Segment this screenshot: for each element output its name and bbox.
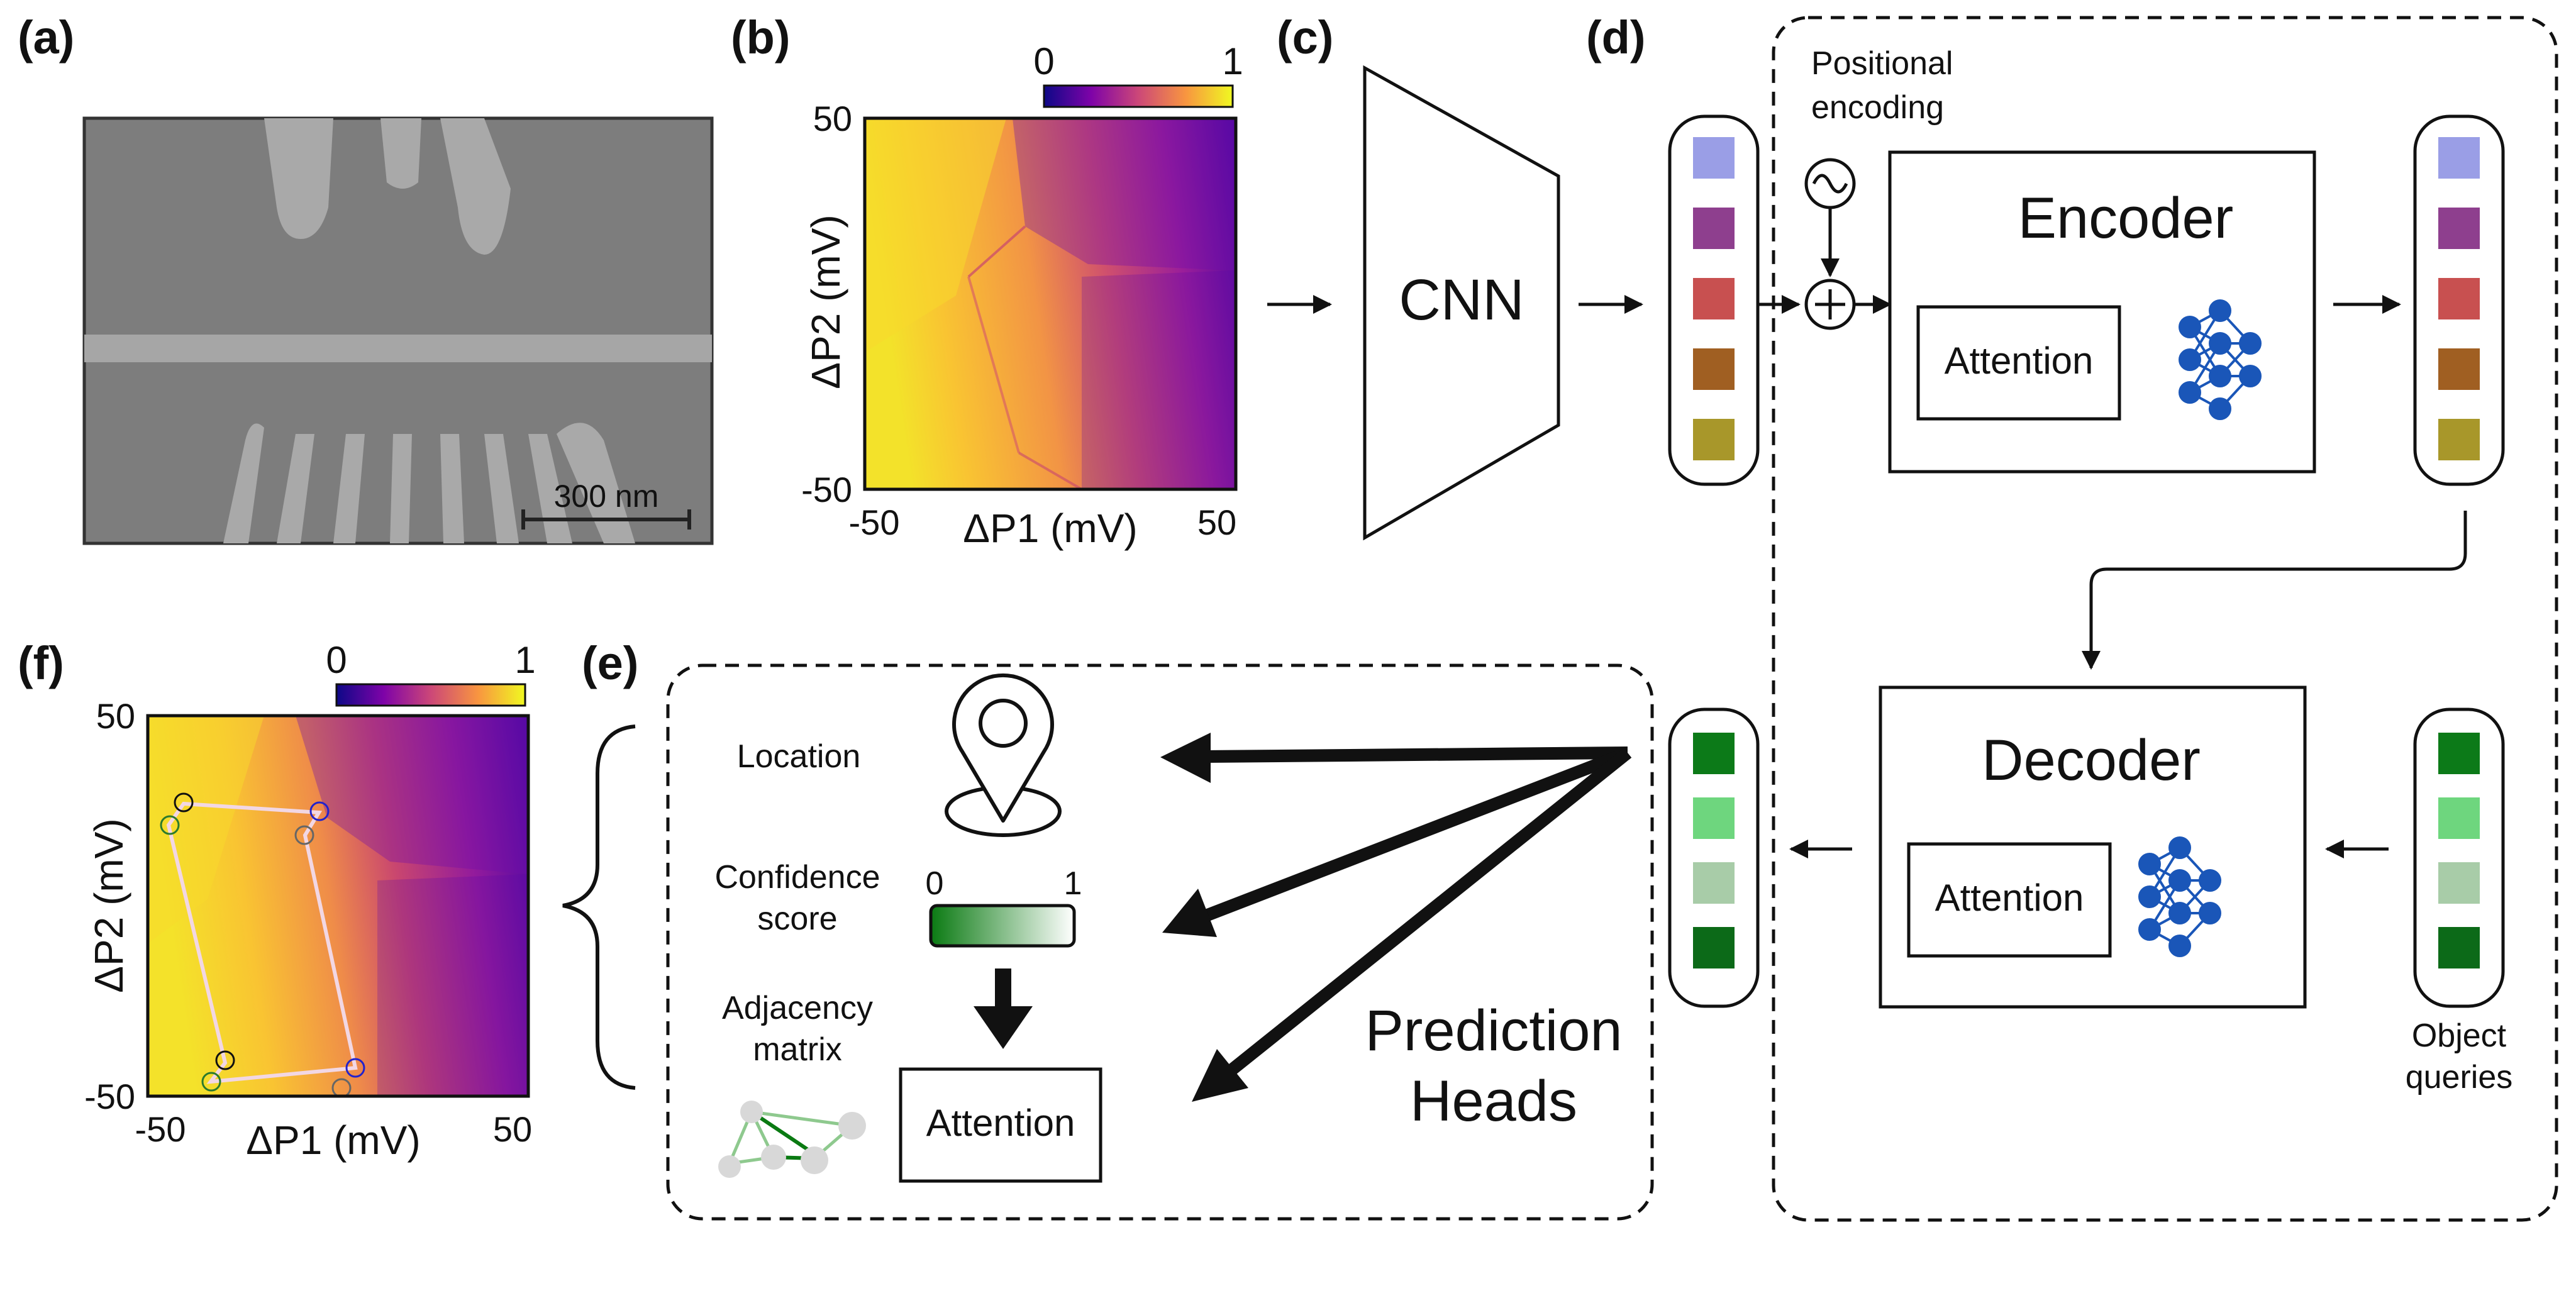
panel-label-d: (d) [1586, 11, 1646, 64]
query-token-4 [2438, 927, 2480, 968]
vertex-marker [160, 815, 180, 835]
panel-label-a: (a) [18, 11, 74, 64]
colorbar-f-min: 0 [326, 639, 347, 681]
panel-label-b: (b) [731, 11, 791, 64]
colorbar-b-min: 0 [1033, 40, 1054, 82]
colorbar-b: 0 1 [1033, 40, 1243, 108]
panel-label-c: (c) [1277, 11, 1333, 64]
adjacency-label-2: matrix [753, 1031, 842, 1068]
map-f-ylabel: ΔP2 (mV) [86, 818, 131, 992]
cnn-block: CNN [1363, 65, 1560, 541]
colorbar-f: 0 1 [326, 639, 536, 707]
decoder-label: Decoder [1982, 728, 2201, 792]
neural-network-icon [2138, 836, 2221, 957]
token-1 [1693, 137, 1735, 179]
vertex-marker [294, 825, 314, 845]
output-token-1 [1693, 733, 1735, 774]
stability-map-b: 50 -50 -50 50 ΔP1 (mV) ΔP2 (mV) [801, 99, 1238, 551]
encoder-attention-label: Attention [1945, 340, 2094, 382]
object-query-column [2413, 708, 2505, 1008]
decoder-block: Decoder Attention [1879, 685, 2307, 1009]
detected-cell-outline [166, 801, 358, 1084]
encoder-label: Encoder [2018, 186, 2234, 250]
decoder-attention-box [1907, 842, 2112, 958]
map-f-xlabel: ΔP1 (mV) [246, 1118, 420, 1163]
location-pin-icon [945, 673, 1062, 837]
prediction-heads-title-2: Heads [1410, 1069, 1577, 1133]
token-5 [1693, 419, 1735, 460]
token-3 [1693, 278, 1735, 319]
vertex-marker [309, 801, 330, 821]
map-f-ytick-min: -50 [84, 1077, 135, 1116]
vertex-marker [174, 792, 194, 813]
confidence-label-1: Confidence [714, 859, 880, 896]
cnn-label: CNN [1399, 268, 1524, 332]
encoder-block: Encoder Attention [1888, 150, 2316, 474]
memory-token-3 [2438, 278, 2480, 319]
positional-encoding-label-1: Positional [1811, 45, 1953, 82]
map-f-ytick-max: 50 [96, 696, 135, 736]
confidence-bar: 0 1 [926, 865, 1082, 948]
sum-icon [1804, 279, 1856, 330]
encoder-output-column [2413, 114, 2505, 486]
confidence-min-label: 0 [926, 865, 944, 902]
map-b-ylabel: ΔP2 (mV) [803, 214, 848, 389]
arrow-memory-to-decoder [2082, 511, 2467, 670]
token-4 [1693, 348, 1735, 390]
heads-attention-label: Attention [926, 1102, 1075, 1144]
output-token-3 [1693, 862, 1735, 904]
query-token-2 [2438, 797, 2480, 839]
panel-label-e: (e) [582, 637, 638, 689]
vertex-marker [201, 1072, 221, 1092]
prediction-heads-title-1: Prediction [1365, 999, 1622, 1063]
transformer-dashed-box [1772, 16, 2558, 1222]
map-b-xtick-max: 50 [1197, 502, 1236, 542]
positional-encoding-label-2: encoding [1811, 89, 1944, 126]
panel-label-f: (f) [18, 637, 64, 689]
colorbar-f-max: 1 [514, 639, 535, 681]
memory-token-4 [2438, 348, 2480, 390]
input-token-column [1668, 114, 1760, 486]
output-token-4 [1693, 927, 1735, 968]
sem-image: 300 nm [82, 116, 714, 545]
stability-map-f: 50 -50 -50 50 ΔP1 (mV) ΔP2 (mV) [84, 696, 532, 1163]
map-b-ytick-max: 50 [813, 99, 852, 138]
scalebar-label: 300 nm [554, 479, 659, 514]
vertex-marker [215, 1050, 235, 1070]
map-f-xtick-min: -50 [135, 1109, 186, 1149]
map-b-xlabel: ΔP1 (mV) [963, 506, 1137, 551]
down-arrow-icon [974, 968, 1033, 1049]
heads-attention-box [899, 1067, 1102, 1183]
adjacency-label-1: Adjacency [722, 990, 873, 1026]
decoder-output-column [1668, 708, 1760, 1008]
output-token-2 [1693, 797, 1735, 839]
map-b-xtick-min: -50 [849, 502, 900, 542]
memory-token-2 [2438, 208, 2480, 249]
map-b-ytick-min: -50 [801, 470, 852, 509]
vertex-marker [345, 1058, 365, 1078]
decoder-attention-label: Attention [1935, 877, 2084, 919]
neural-network-icon [2179, 299, 2262, 420]
colorbar-b-max: 1 [1222, 40, 1243, 82]
query-token-1 [2438, 733, 2480, 774]
map-f-xtick-max: 50 [493, 1109, 532, 1149]
query-token-3 [2438, 862, 2480, 904]
location-label: Location [737, 738, 861, 775]
confidence-max-label: 1 [1064, 865, 1082, 902]
curly-brace [562, 724, 636, 1090]
object-queries-label-1: Object [2412, 1018, 2507, 1054]
object-queries-label-2: queries [2406, 1059, 2513, 1096]
graph-icon [718, 1101, 866, 1178]
token-2 [1693, 208, 1735, 249]
confidence-label-2: score [757, 901, 837, 937]
sine-wave-icon [1804, 158, 1856, 209]
memory-token-1 [2438, 137, 2480, 179]
encoder-attention-box [1916, 305, 2121, 421]
head-arrows [1160, 733, 1632, 1102]
prediction-heads-dashed-box [666, 663, 1654, 1221]
memory-token-5 [2438, 419, 2480, 460]
